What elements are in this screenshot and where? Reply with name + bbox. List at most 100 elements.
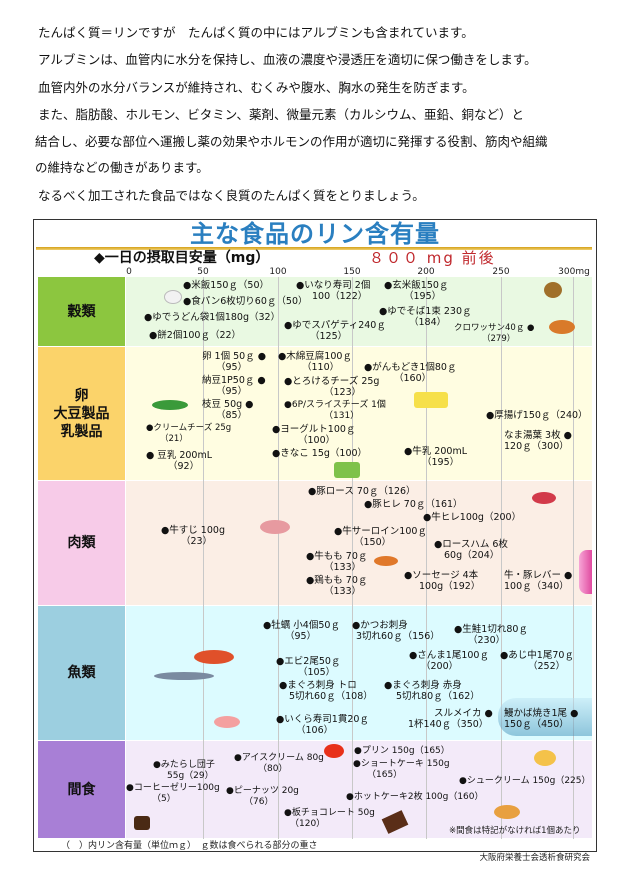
soy-milk-illustration (334, 462, 360, 478)
pancake-illustration (494, 805, 520, 819)
food-item: ●プリン 150g（165） (354, 746, 450, 756)
axis-tick: 200 (417, 267, 435, 277)
paragraph-line: また、脂肪酸、ホルモン、ビタミン、薬剤、微量元素（カルシウム、亜鉛、銅など）と (38, 107, 525, 122)
liver-ribbon-illustration (579, 550, 592, 594)
food-item: ●玄米飯150ｇ（195） (384, 280, 449, 302)
section-label: 間食 (38, 741, 125, 838)
food-item: ●豚ロース 70ｇ（126） (308, 486, 416, 497)
food-item: ●厚揚げ150ｇ（240） (486, 410, 588, 421)
sausage-illustration (374, 556, 398, 566)
food-item: ●鶏もも 70ｇ（133） (306, 575, 368, 597)
food-item: ●アイスクリーム 80g（80） (234, 753, 324, 774)
food-item: ●米飯150ｇ（50） (183, 280, 270, 291)
shrimp-illustration (194, 650, 234, 664)
food-item: ●コーヒーゼリー100g（5） (126, 783, 220, 804)
food-item: 牛・豚レバー ●100ｇ（340） (504, 570, 573, 592)
beef-illustration (532, 492, 556, 504)
food-item: ●木綿豆腐100ｇ（110） (278, 351, 352, 373)
food-item: ●食パン6枚切り60ｇ（50） (183, 296, 308, 307)
food-item: ●がんもどき1個80ｇ（160） (364, 362, 457, 384)
saury-illustration (154, 672, 214, 680)
axis-tick: 0 (126, 267, 132, 277)
food-item: 卵 1個 50ｇ ●（95） (202, 351, 266, 373)
section-label: 肉類 (38, 481, 125, 605)
brown-rice-illustration (544, 282, 562, 298)
food-item: ●牡蠣 小4個50ｇ（95） (263, 620, 340, 642)
food-item: ●6P/スライスチーズ 1個（131） (284, 400, 386, 421)
section-label: 魚類 (38, 606, 125, 740)
food-item: スルメイカ ●1杯140ｇ（350） (408, 708, 493, 730)
food-item: ●ホットケーキ2枚 100g（160） (346, 792, 484, 802)
axis-tick: 100 (269, 267, 287, 277)
cream-puff-illustration (534, 750, 556, 766)
pudding-illustration (324, 744, 344, 758)
axis-tick: 150 (343, 267, 361, 277)
food-item: ●きなこ 15g（100） (272, 448, 368, 459)
food-item: ●ゆでスパゲティ240ｇ（125） (284, 320, 386, 342)
food-item: ●板チョコレート 50g（120） (284, 808, 375, 829)
axis-tick: 50 (197, 267, 209, 277)
food-item: ●あじ中1尾70ｇ（252） (500, 650, 574, 672)
paragraph-line: なるべく加工された食品ではなく良質のたんぱく質をとりましょう。 (38, 188, 425, 203)
food-item: ●とろけるチーズ 25g（123） (284, 376, 380, 398)
food-item: ●ゆでうどん袋1個180g（32） (144, 312, 281, 323)
food-item: クロワッサン40ｇ ●（279） (454, 323, 535, 344)
paragraph-line: たんぱく質＝リンですが たんぱく質の中にはアルブミンも含まれています。 (38, 25, 474, 40)
squid-eel-banner-illustration (498, 698, 592, 736)
food-item: ●牛すじ 100g（23） (161, 525, 225, 547)
cheese-illustration (414, 392, 448, 408)
grid-line (501, 277, 502, 839)
food-item: ●生鮭1切れ80ｇ（230） (454, 624, 528, 646)
chart-title: 主な食品のリン含有量 (190, 220, 440, 248)
paragraph-line: 結合し、必要な部位へ運搬し薬の効果やホルモンの作用が適切に発揮する役割、筋肉や組… (35, 134, 548, 149)
paragraph-line: アルブミンは、血管内に水分を保持し、血液の濃度や浸透圧を適切に保つ働きをします。 (38, 52, 537, 67)
credit: 大阪府栄養士会透析食研究会 (479, 853, 590, 863)
food-item: ●ショートケーキ 150g（165） (353, 759, 450, 780)
food-item: なま湯葉 3枚 ●120ｇ（300） (504, 430, 572, 452)
grid-line (426, 277, 427, 839)
food-item: 枝豆 50g ●（85） (202, 399, 254, 421)
food-item: ●豚ヒレ 70ｇ（161） (364, 499, 463, 510)
sirloin-illustration (260, 520, 290, 534)
section-label: 卵 大豆製品 乳製品 (38, 347, 125, 480)
coffee-jelly-illustration (134, 816, 150, 830)
food-item: ●いくら寿司1貫20ｇ（106） (276, 714, 369, 736)
food-item: ●牛ヒレ100g（200） (423, 512, 522, 523)
axis-tick: 250 (492, 267, 510, 277)
chart-footnote: （ ）内リン含有量（単位ｍｇ） ｇ数は食べられる部分の重さ (61, 841, 318, 851)
food-item: 納豆1P50ｇ ●（95） (202, 375, 266, 397)
food-item: ●クリームチーズ 25g（21） (146, 423, 232, 444)
food-item: ●牛サーロイン100ｇ（150） (334, 526, 427, 548)
food-item: ●ゆでそば1束 230ｇ（184） (379, 306, 472, 328)
tuna-illustration (214, 716, 240, 728)
edamame-illustration (152, 400, 188, 410)
grid-line (203, 277, 204, 839)
food-item: ●エビ2尾50ｇ（105） (276, 656, 341, 678)
food-item: ●ヨーグルト100ｇ（100） (272, 424, 356, 446)
paragraph-line: の維持などの働きがあります。 (35, 160, 209, 175)
food-item: ●ピーナッツ 20g（76） (226, 786, 299, 807)
section-label: 穀類 (38, 277, 125, 346)
grid-line (573, 277, 574, 839)
daily-intake-label: ◆一日の摂取目安量（mg） (94, 250, 270, 266)
food-item: ●さんま1尾100ｇ（200） (409, 650, 489, 672)
grid-line (278, 277, 279, 839)
phosphorus-content-chart: 主な食品のリン含有量 ◆一日の摂取目安量（mg） ８００ mg 前後 穀類卵 大… (33, 219, 597, 852)
grid-line (352, 277, 353, 839)
food-item: ●牛もも 70ｇ（133） (306, 551, 368, 573)
paragraph-line: 血管内外の水分バランスが維持され、むくみや腹水、胸水の発生を防ぎます。 (38, 80, 475, 95)
food-item: ●餅2個100ｇ（22） (149, 330, 242, 341)
food-item: 鰻かば焼き1尾 ●150ｇ（450） (504, 708, 579, 730)
food-item: ●牛乳 200mL（195） (404, 446, 467, 468)
snack-note: ※間食は特記がなければ1個あたり (449, 826, 581, 836)
croissant-illustration (549, 320, 575, 334)
food-item: ● 豆乳 200mL（92） (146, 450, 213, 472)
food-item: ●シュークリーム 150g（225） (459, 776, 591, 786)
